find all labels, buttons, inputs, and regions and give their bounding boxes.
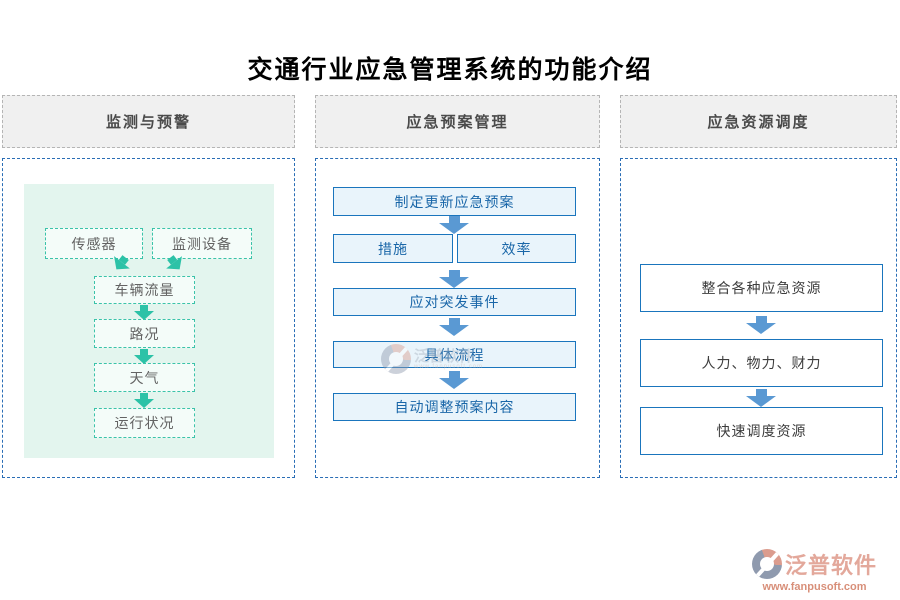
node-measures: 措施 — [333, 234, 453, 263]
company-brand-text: 泛普软件 — [785, 553, 878, 578]
arrow-down-icon — [439, 371, 469, 389]
arrow-down-icon — [746, 389, 776, 407]
node-operation-status: 运行状况 — [94, 408, 195, 438]
node-vehicle-flow: 车辆流量 — [94, 276, 195, 304]
arrow-down-icon — [134, 305, 154, 320]
company-website-text: www.fanpusoft.com — [762, 581, 867, 593]
company-logo: 泛普软件 www.fanpusoft.com — [752, 548, 877, 593]
node-monitoring-device: 监测设备 — [152, 228, 252, 259]
node-integrate-resources: 整合各种应急资源 — [640, 264, 883, 312]
node-specific-process: 具体流程 — [333, 341, 576, 368]
panel-plan-management: 制定更新应急预案 措施 效率 应对突发事件 具体流程 自动调整预案内容 — [315, 158, 600, 478]
arrow-down-icon — [439, 216, 469, 234]
node-sensor: 传感器 — [45, 228, 143, 259]
node-weather: 天气 — [94, 363, 195, 392]
arrow-down-icon — [134, 349, 154, 364]
company-logo-icon — [752, 549, 782, 579]
node-road-condition: 路况 — [94, 319, 195, 348]
arrow-down-icon — [439, 318, 469, 336]
arrow-down-icon — [134, 393, 154, 408]
node-manpower-material-finance: 人力、物力、财力 — [640, 339, 883, 387]
arrow-down-icon — [746, 316, 776, 334]
node-efficiency: 效率 — [457, 234, 576, 263]
panel-resource-dispatch: 整合各种应急资源 人力、物力、财力 快速调度资源 — [620, 158, 897, 478]
page-title: 交通行业应急管理系统的功能介绍 — [247, 57, 653, 84]
column-header-monitoring: 监测与预警 — [2, 95, 295, 148]
node-fast-dispatch: 快速调度资源 — [640, 407, 883, 455]
node-make-update-plan: 制定更新应急预案 — [333, 187, 576, 216]
column-header-plan-management: 应急预案管理 — [315, 95, 600, 148]
node-auto-adjust-plan: 自动调整预案内容 — [333, 393, 576, 421]
arrow-down-icon — [439, 270, 469, 288]
node-respond-emergency: 应对突发事件 — [333, 288, 576, 316]
panel-monitoring: 传感器 监测设备 车辆流量 路况 天气 运行状况 — [2, 158, 295, 478]
column-header-resource-dispatch: 应急资源调度 — [620, 95, 897, 148]
